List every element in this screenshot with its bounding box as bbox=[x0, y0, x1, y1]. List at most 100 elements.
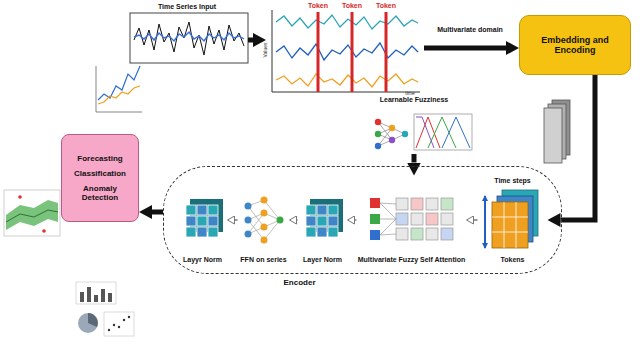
axis-label: Values bbox=[263, 43, 269, 58]
flow-arrow bbox=[412, 154, 417, 163]
time-series-plot bbox=[130, 13, 248, 63]
node-label: Anomaly Detection bbox=[66, 184, 134, 202]
layer-norm-icon bbox=[306, 216, 316, 226]
classification-charts bbox=[80, 292, 84, 302]
time-series-plot bbox=[134, 22, 244, 55]
flow-arrow bbox=[235, 219, 238, 221]
multivariate-plot bbox=[276, 74, 418, 87]
multivariate-plot-panel: Token Token Token bbox=[266, 0, 424, 102]
anomaly-chart bbox=[18, 195, 22, 199]
multivariate-plot bbox=[272, 92, 420, 93]
attention-icon bbox=[370, 230, 380, 240]
node-label: Token bbox=[308, 2, 328, 10]
flow-arrow bbox=[424, 46, 506, 51]
process-box: Embedding and Encoding bbox=[519, 15, 631, 75]
edge-label: Multivariate domain bbox=[435, 26, 505, 34]
node-label: Time Series Input bbox=[158, 3, 216, 11]
membership-functions bbox=[442, 117, 470, 148]
node-label: Encoder bbox=[283, 278, 315, 287]
fuzzy-network-icon bbox=[378, 128, 392, 146]
forecast-chart bbox=[96, 112, 142, 113]
multivariate-plot bbox=[317, 12, 320, 92]
anomaly-chart bbox=[6, 200, 58, 230]
attention-icon bbox=[396, 213, 408, 225]
layer-norm-icon bbox=[197, 216, 207, 226]
layer-norm-icon bbox=[317, 216, 327, 226]
attention-icon bbox=[370, 214, 380, 224]
node-label: Time steps bbox=[494, 177, 530, 185]
flow-arrow bbox=[474, 219, 478, 221]
forecast-chart bbox=[96, 66, 142, 112]
node-label: Embedding and Encoding bbox=[526, 35, 624, 56]
token-cubes bbox=[485, 190, 538, 248]
membership-functions bbox=[414, 114, 472, 150]
attention-icon bbox=[380, 234, 396, 235]
node-label: Learnable Fuzziness bbox=[380, 96, 448, 104]
node-label: Token bbox=[342, 2, 362, 10]
multivariate-plot bbox=[385, 12, 388, 92]
embedding-icon bbox=[544, 100, 570, 163]
forecast-chart bbox=[96, 66, 97, 112]
ffn-icon bbox=[261, 224, 268, 231]
ffn-icon bbox=[245, 197, 284, 244]
ffn-icon bbox=[264, 220, 280, 240]
attention-icon bbox=[380, 203, 396, 219]
classification-charts bbox=[108, 329, 110, 331]
classification-charts bbox=[87, 287, 91, 302]
attention-icon bbox=[441, 228, 453, 240]
node-label: FFN on series bbox=[240, 256, 286, 264]
classification-charts bbox=[101, 289, 105, 302]
classification-charts bbox=[118, 326, 120, 328]
node-label: Tokens bbox=[501, 256, 525, 264]
token-cubes bbox=[492, 232, 528, 233]
embedding-icon bbox=[544, 108, 562, 163]
layer-norm-icon bbox=[306, 199, 343, 237]
ffn-block: FFN on series bbox=[238, 176, 290, 266]
flow-arrow bbox=[248, 38, 253, 43]
multivariate-plot bbox=[351, 12, 354, 92]
classification-charts bbox=[128, 316, 130, 318]
classification-charts bbox=[78, 313, 98, 333]
node-label: Multivariate Fuzzy Self Attention bbox=[358, 256, 465, 264]
node-label: Token bbox=[376, 2, 396, 10]
ffn-icon bbox=[261, 210, 268, 217]
anomaly-chart bbox=[4, 190, 60, 236]
attention-icon bbox=[396, 198, 408, 210]
layer-norm-icon bbox=[306, 205, 316, 215]
task-box: ForecastingClassificationAnomaly Detecti… bbox=[61, 134, 139, 222]
attention-icon bbox=[370, 198, 453, 240]
flow-arrow bbox=[355, 219, 357, 221]
encoder-region: EncoderTime stepsTokensMultivariate Fuzz… bbox=[163, 166, 562, 274]
attention-icon bbox=[426, 198, 438, 210]
multivariate-plot bbox=[276, 15, 418, 29]
ffn-icon bbox=[245, 203, 252, 210]
attention-icon bbox=[441, 213, 453, 225]
node-label: Layyr Norm bbox=[183, 256, 222, 264]
layer-norm-icon bbox=[208, 227, 218, 237]
classification-charts bbox=[108, 293, 112, 302]
attention-icon bbox=[426, 213, 438, 225]
layer-norm-icon bbox=[328, 227, 338, 237]
layer-norm-block: Layyr Norm bbox=[178, 176, 228, 266]
classification-charts bbox=[113, 324, 115, 326]
attention-icon bbox=[426, 228, 438, 240]
multivariate-plot bbox=[276, 43, 418, 60]
input-panel: Time Series Input bbox=[126, 3, 248, 65]
anomaly-chart bbox=[4, 190, 60, 236]
ffn-icon bbox=[261, 237, 268, 244]
layer-norm-icon bbox=[317, 227, 327, 237]
ffn-icon bbox=[245, 231, 252, 238]
layer-norm-icon bbox=[186, 227, 196, 237]
classification-charts bbox=[94, 295, 98, 302]
fuzzy-network-icon bbox=[375, 143, 381, 149]
tokens-block: Time stepsTokens bbox=[478, 176, 548, 266]
attention-icon bbox=[411, 228, 423, 240]
membership-functions bbox=[414, 114, 472, 150]
fuzzy-network-icon bbox=[375, 119, 408, 149]
layer-norm-icon bbox=[306, 227, 316, 237]
attention-icon bbox=[380, 219, 396, 220]
forecast-chart bbox=[98, 86, 140, 104]
attention-icon bbox=[380, 219, 396, 235]
ffn-icon bbox=[245, 217, 252, 224]
multivariate-plot bbox=[272, 10, 273, 92]
